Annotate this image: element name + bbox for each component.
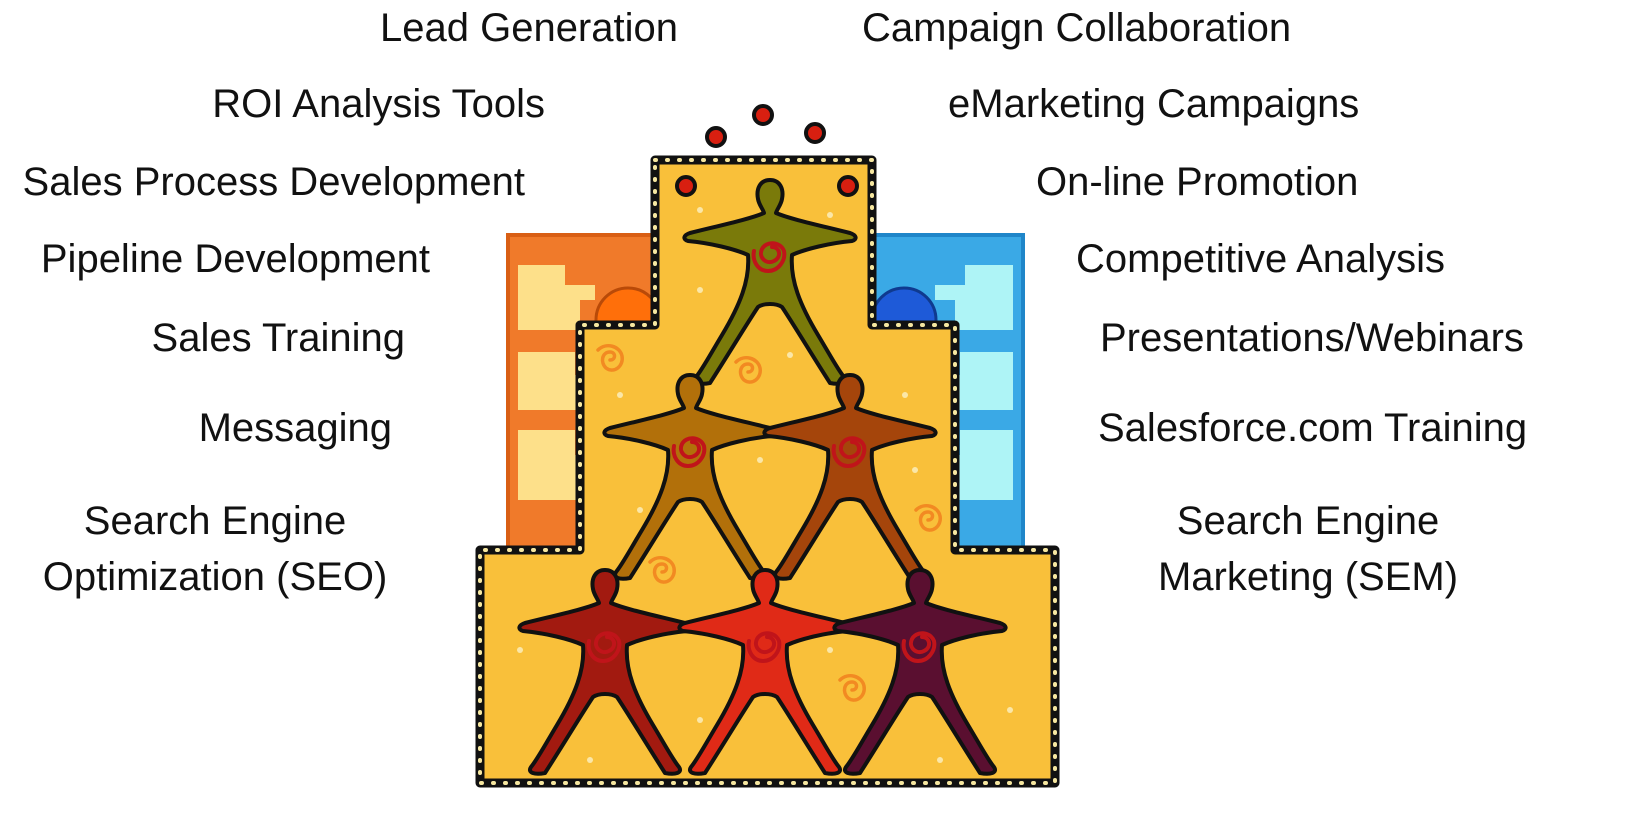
label-pipeline-development: Pipeline Development bbox=[40, 237, 430, 281]
speckles bbox=[517, 207, 1013, 763]
label-online-promotion: On-line Promotion bbox=[1036, 160, 1359, 204]
label-sem: Search Engine Marketing (SEM) bbox=[1157, 499, 1459, 599]
label-sales-process-development: Sales Process Development bbox=[22, 160, 525, 204]
label-campaign-collaboration: Campaign Collaboration bbox=[862, 6, 1292, 50]
label-seo: Search Engine Optimization (SEO) bbox=[42, 499, 388, 599]
label-salesforce-training: Salesforce.com Training bbox=[1098, 406, 1528, 450]
juggling-balls bbox=[675, 104, 859, 197]
label-messaging: Messaging bbox=[198, 406, 392, 450]
label-competitive-analysis: Competitive Analysis bbox=[1076, 237, 1446, 281]
label-roi-analysis-tools: ROI Analysis Tools bbox=[212, 82, 545, 126]
label-sales-training: Sales Training bbox=[151, 316, 405, 360]
label-emarketing-campaigns: eMarketing Campaigns bbox=[948, 82, 1360, 126]
label-presentations-webinars: Presentations/Webinars bbox=[1100, 316, 1524, 360]
pyramid-dotted-border bbox=[478, 158, 1057, 785]
label-lead-generation: Lead Generation bbox=[379, 6, 678, 50]
